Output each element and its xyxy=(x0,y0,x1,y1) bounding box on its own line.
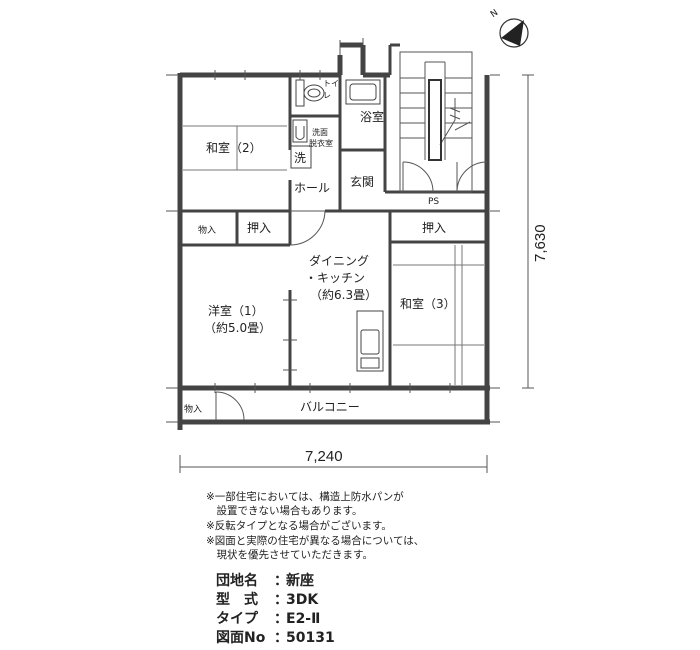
dimension-height: 7,630 xyxy=(532,224,549,262)
room-dk-name-2: ・キッチン xyxy=(305,271,365,285)
dimension-lines xyxy=(179,74,534,473)
room-dk-size: （約6.3畳） xyxy=(310,287,377,302)
note-line-5: 現状を優先させていただきます。 xyxy=(206,549,373,561)
room-oshiire-right: 押入 xyxy=(422,221,446,235)
info-sep: ： xyxy=(274,611,288,627)
info-sep: ： xyxy=(274,630,288,646)
info-kata-label: 型 式 xyxy=(216,592,258,608)
info-kata-value: 3DK xyxy=(286,592,319,608)
room-washroom-label-1: 洗面 xyxy=(312,127,328,137)
door-swings xyxy=(215,161,488,421)
room-bath: 浴室 xyxy=(360,109,384,124)
washer-pan-icon xyxy=(290,145,312,169)
info-type: タイプ ：E2-Ⅱ xyxy=(216,608,320,628)
info-zumen: 図面No ：50131 xyxy=(216,627,335,647)
info-danchi: 団地名 ：新座 xyxy=(216,570,314,590)
info-zumen-label: 図面No xyxy=(216,630,266,646)
room-entrance: 玄関 xyxy=(350,174,374,189)
washbasin-icon xyxy=(292,119,308,143)
compass-icon xyxy=(499,18,529,48)
note-line-1: ※一部住宅においては、構造上防水パンが xyxy=(206,491,404,503)
room-dk-name: ダイニング xyxy=(309,253,369,268)
info-danchi-value: 新座 xyxy=(286,573,314,589)
outer-walls xyxy=(177,42,490,430)
room-youshitsu-1: 洋室（1） xyxy=(208,303,264,318)
info-type-label: タイプ xyxy=(216,611,258,627)
info-danchi-label: 団地名 xyxy=(216,573,258,589)
compass-north-label: N xyxy=(489,8,500,20)
toilet-icon xyxy=(295,79,325,107)
washer-label: 洗 xyxy=(294,151,306,165)
room-monoire-left: 物入 xyxy=(198,224,216,236)
info-kata: 型 式 ：3DK xyxy=(216,589,318,609)
room-washitsu-2: 和室（2） xyxy=(206,140,262,155)
room-youshitsu-1-size: （約5.0畳） xyxy=(204,320,271,335)
wall-hatches xyxy=(166,38,500,423)
note-line-2: 設置できない場合もあります。 xyxy=(206,505,363,517)
room-toilet-label-1: トイ xyxy=(323,79,339,88)
room-balcony: バルコニー xyxy=(300,400,360,414)
ps-label: PS xyxy=(428,197,439,207)
dimension-width: 7,240 xyxy=(305,448,343,465)
tatami-lines xyxy=(183,125,484,385)
room-washitsu-3: 和室（3） xyxy=(400,296,456,311)
bathtub-icon xyxy=(345,79,381,105)
info-sep: ： xyxy=(274,573,288,589)
info-zumen-value: 50131 xyxy=(286,630,335,646)
room-toilet-label-2: レ xyxy=(323,91,331,100)
note-line-3: ※反転タイプとなる場合がございます。 xyxy=(206,520,392,532)
info-sep: ： xyxy=(274,592,288,608)
room-hall: ホール xyxy=(294,181,330,195)
note-line-4: ※図面と実際の住宅が異なる場合については、 xyxy=(206,535,425,547)
room-oshiire-left: 押入 xyxy=(247,221,271,235)
kitchen-counter-icon xyxy=(356,310,384,372)
room-washroom-label-2: 脱衣室 xyxy=(309,138,333,148)
room-monoire-balcony: 物入 xyxy=(184,403,202,415)
window-ticks xyxy=(214,70,451,393)
stairwell xyxy=(399,51,473,193)
info-type-value: E2-Ⅱ xyxy=(286,611,321,627)
